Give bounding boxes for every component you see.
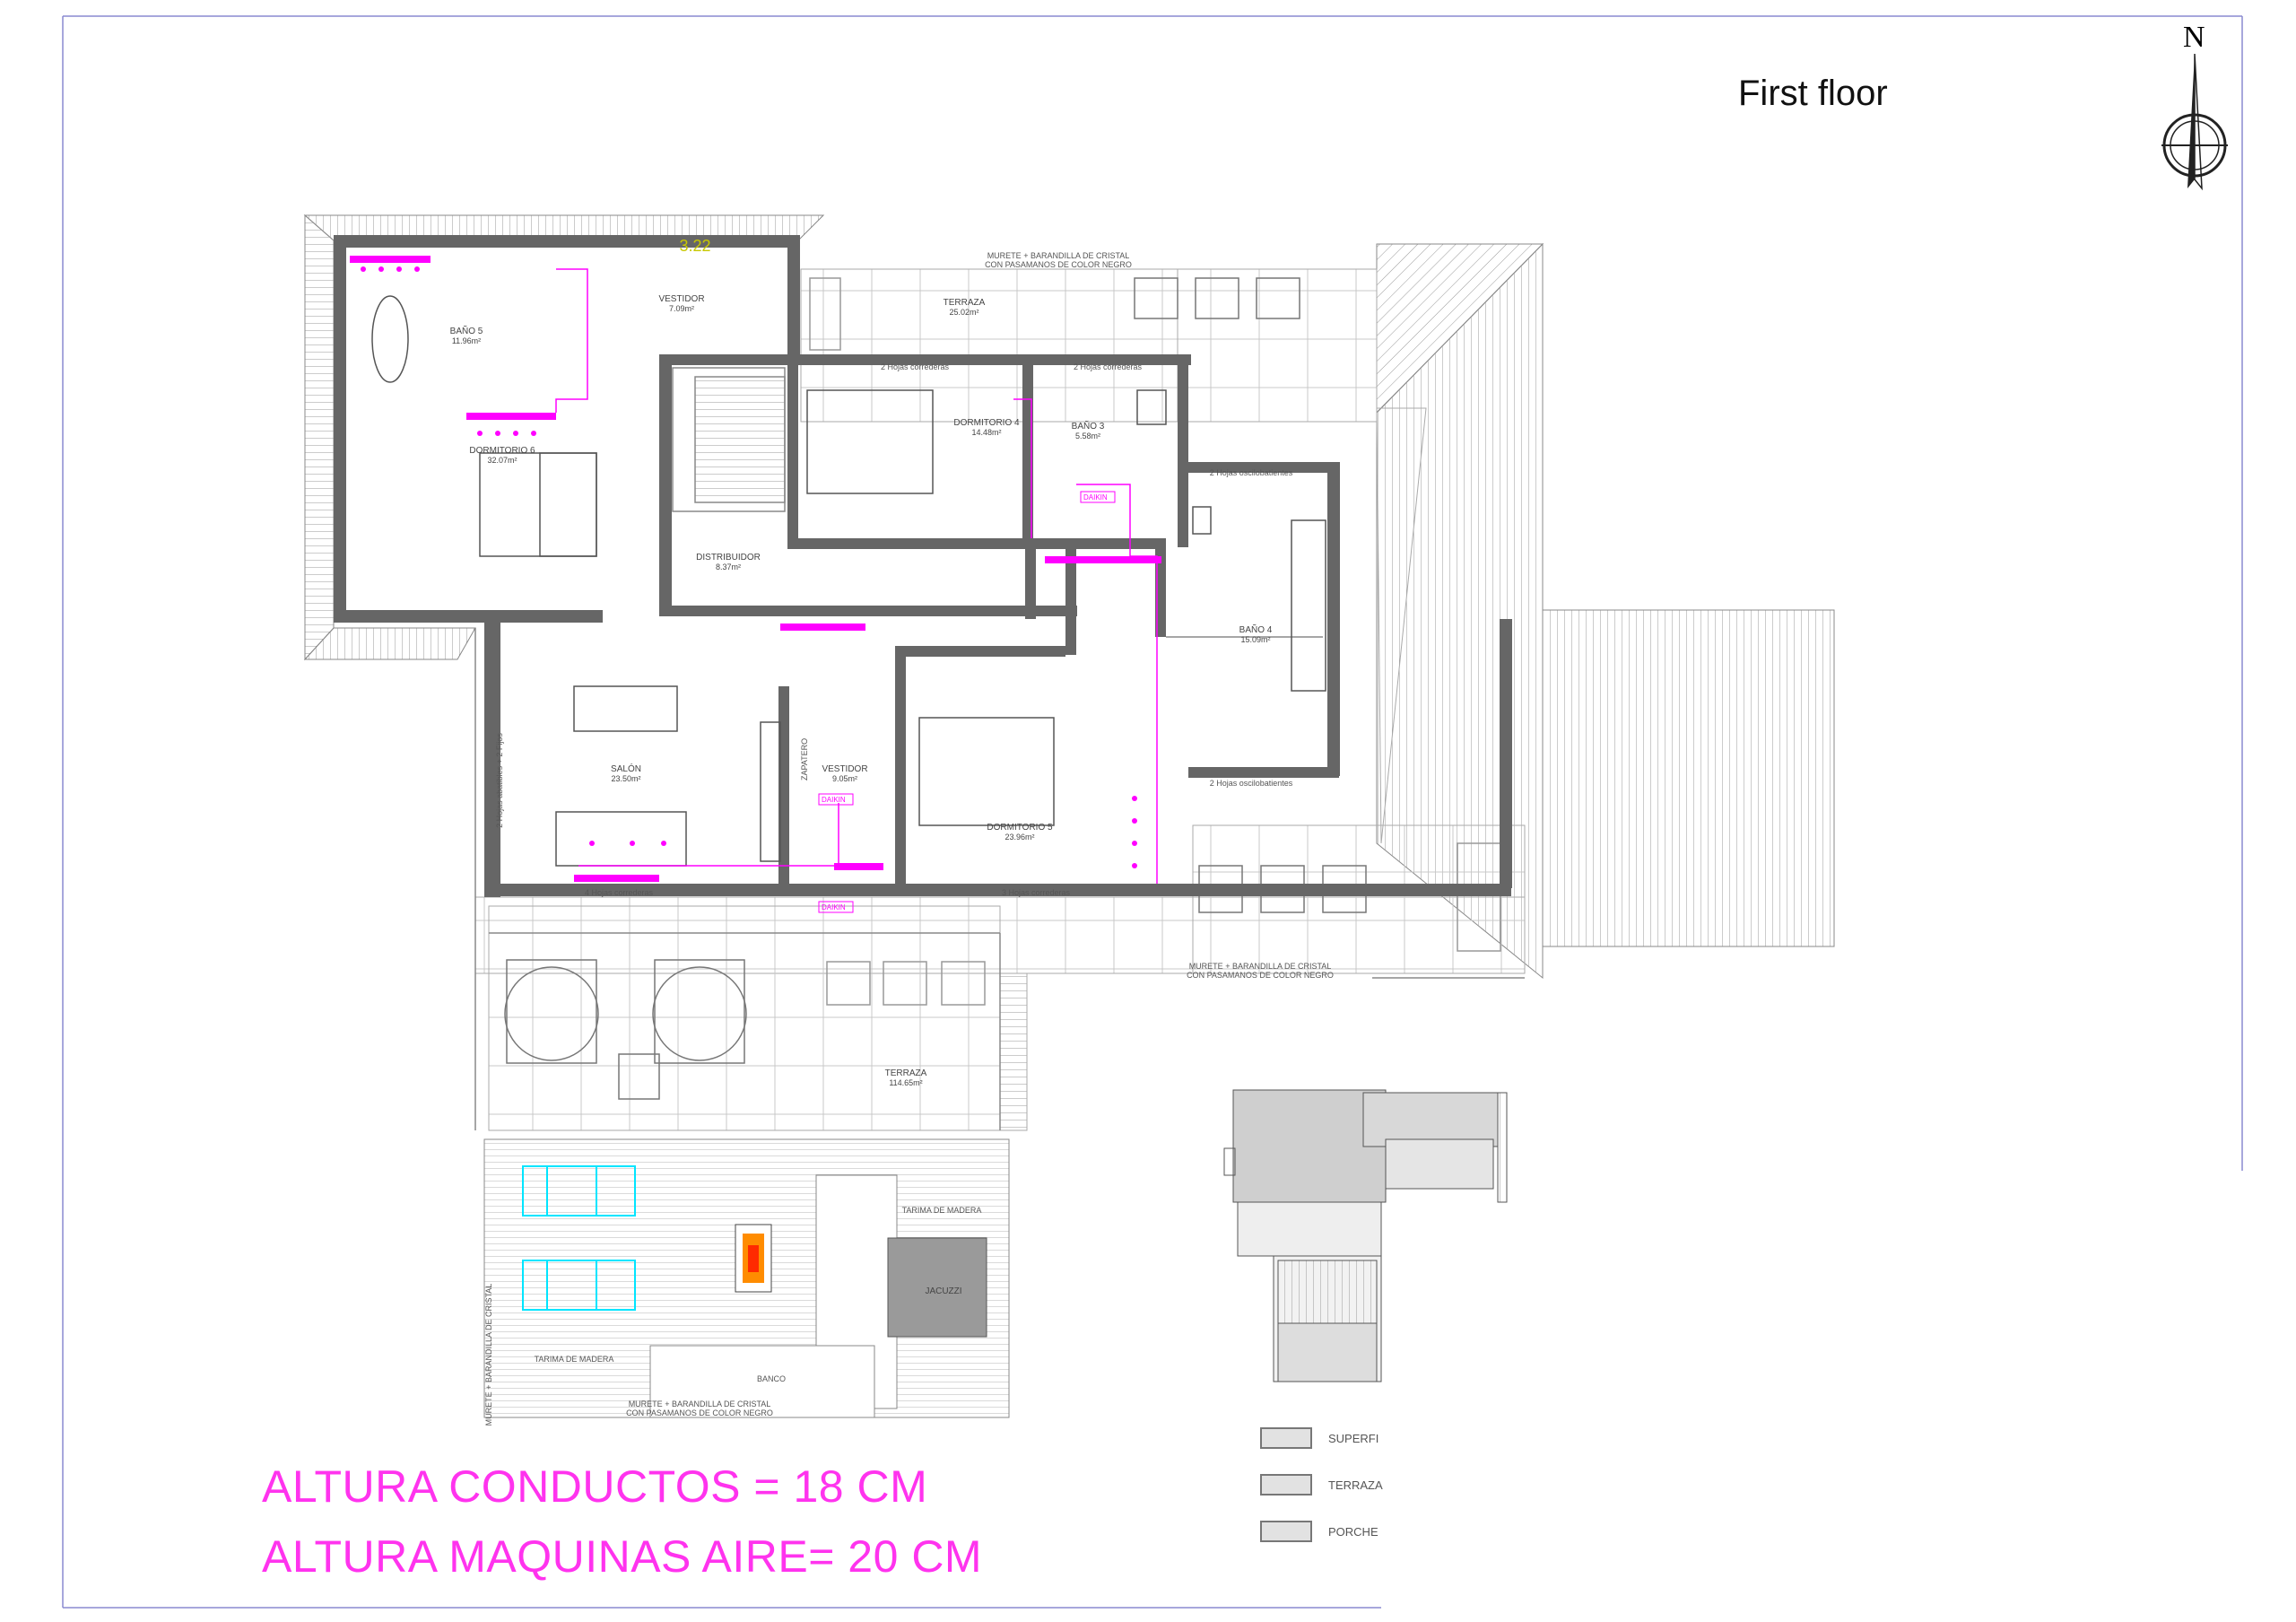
- room-labels: BAÑO 5 11.96m² DORMITORIO 6 32.07m² VEST…: [450, 294, 1273, 1087]
- duct-height-note: ALTURA CONDUCTOS = 18 CM: [262, 1461, 928, 1512]
- railing-note: CON PASAMANOS DE COLOR NEGRO: [1187, 971, 1334, 980]
- room-name: SALÓN: [611, 763, 641, 774]
- legend-swatch: [1260, 1427, 1312, 1449]
- room-name: DORMITORIO 5: [987, 823, 1053, 833]
- legend-swatch: [1260, 1474, 1312, 1496]
- outlines: [474, 367, 1525, 1130]
- room-area: 15.09m²: [1240, 635, 1270, 644]
- window-note: 2 Hojas oscilobatientes: [1210, 779, 1293, 788]
- ac-unit-label: DAIKIN: [822, 903, 846, 911]
- window-note: 4 Hojas correderas: [585, 888, 654, 897]
- svg-text:N: N: [2183, 21, 2205, 54]
- legend-item-superficie: SUPERFI: [1260, 1426, 1378, 1450]
- legend-swatch: [1260, 1521, 1312, 1542]
- window-note: 2 Hojas correderas: [881, 362, 950, 371]
- hvac-arrows: [361, 266, 1137, 868]
- key-plan: [1223, 1089, 1508, 1382]
- room-area: 23.96m²: [1004, 833, 1034, 842]
- ac-unit-label: DAIKIN: [822, 796, 846, 804]
- room-name: BAÑO 4: [1239, 624, 1273, 635]
- plan-notes: ZAPATERO JACUZZI BANCO TARIMA DE MADERA …: [484, 237, 1334, 1426]
- room-name: BAÑO 3: [1072, 420, 1105, 432]
- jacuzzi-label: JACUZZI: [925, 1286, 961, 1296]
- legend-label: PORCHE: [1328, 1524, 1378, 1539]
- room-area: 7.09m²: [669, 304, 694, 313]
- room-area: 8.37m²: [716, 562, 741, 571]
- hvac-ducts: [350, 256, 1161, 882]
- window-note: 2 Hojas correderas: [1074, 362, 1143, 371]
- room-area: 25.02m²: [949, 308, 978, 317]
- sheet-frame: [62, 15, 2243, 1609]
- room-name: TERRAZA: [944, 298, 986, 308]
- tarima-label: TARIMA DE MADERA: [535, 1355, 614, 1364]
- room-name: VESTIDOR: [658, 294, 704, 304]
- window-note: 2 Hojas abatibles + 2 Fijos: [495, 733, 504, 828]
- room-name: DORMITORIO 6: [469, 446, 535, 456]
- banco-label: BANCO: [757, 1374, 786, 1383]
- dimension-label: 3.22: [679, 237, 710, 255]
- room-name: VESTIDOR: [822, 764, 867, 774]
- tarima-label: TARIMA DE MADERA: [902, 1206, 982, 1215]
- walls: [334, 235, 1512, 897]
- legend-item-terraza: TERRAZA: [1260, 1473, 1383, 1496]
- room-name: BAÑO 5: [450, 325, 483, 336]
- room-area: 14.48m²: [971, 428, 1001, 437]
- zapatero-label: ZAPATERO: [800, 738, 809, 780]
- railing-note: MURETE + BARANDILLA DE CRISTAL: [484, 1284, 493, 1426]
- room-area: 114.65m²: [889, 1078, 922, 1087]
- north-arrow-icon: N: [2161, 21, 2228, 191]
- railing-note: CON PASAMANOS DE COLOR NEGRO: [626, 1408, 773, 1417]
- ac-unit-label: DAIKIN: [1083, 493, 1108, 501]
- hvac-duct-runs: [555, 268, 1158, 884]
- page-title: First floor: [1738, 74, 1888, 113]
- lower-deck: [483, 1138, 1010, 1418]
- ac-machine-height-note: ALTURA MAQUINAS AIRE= 20 CM: [262, 1531, 983, 1582]
- room-area: 23.50m²: [611, 774, 640, 783]
- terraces: [474, 268, 1526, 1131]
- railing-note: CON PASAMANOS DE COLOR NEGRO: [985, 260, 1132, 269]
- legend-label: SUPERFI: [1328, 1431, 1379, 1445]
- room-area: 32.07m²: [487, 456, 517, 465]
- legend-item-porche: PORCHE: [1260, 1520, 1378, 1543]
- room-name: TERRAZA: [885, 1068, 927, 1078]
- room-area: 5.58m²: [1075, 432, 1100, 440]
- ac-units: DAIKIN DAIKIN DAIKIN: [818, 491, 1116, 913]
- room-area: 9.05m²: [832, 774, 857, 783]
- railing-note: MURETE + BARANDILLA DE CRISTAL: [629, 1400, 771, 1408]
- window-note: 3 Hojas correderas: [1002, 888, 1071, 897]
- room-area: 11.96m²: [452, 336, 481, 345]
- room-name: DORMITORIO 4: [953, 418, 1020, 428]
- legend-label: TERRAZA: [1328, 1478, 1383, 1492]
- room-name: DISTRIBUIDOR: [696, 553, 761, 562]
- window-note: 2 Hojas oscilobatientes: [1210, 468, 1293, 477]
- railing-note: MURETE + BARANDILLA DE CRISTAL: [987, 251, 1130, 260]
- railing-note: MURETE + BARANDILLA DE CRISTAL: [1189, 962, 1332, 971]
